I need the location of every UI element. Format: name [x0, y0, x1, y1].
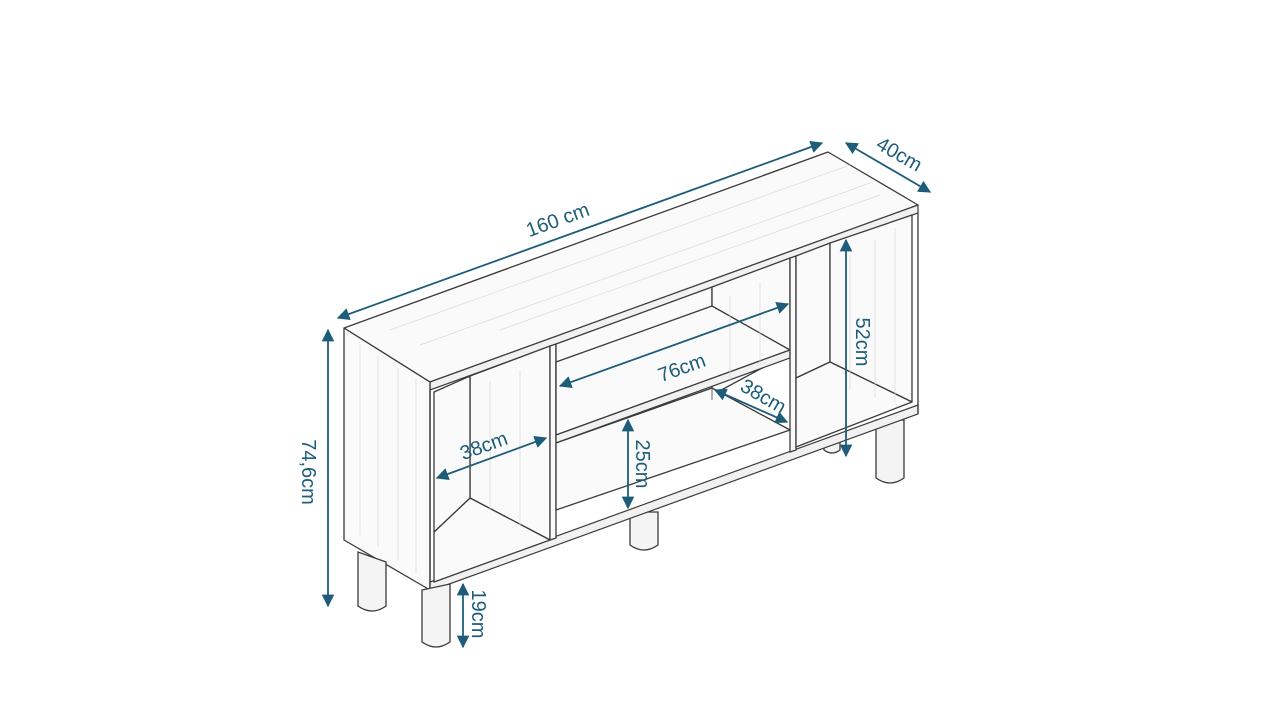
back-legs: [629, 419, 905, 551]
dim-line-left-depth: [435, 435, 548, 481]
label-width: 160 cm: [523, 199, 592, 242]
divider-right: [789, 255, 797, 453]
right-compartment-back: [795, 242, 831, 379]
label-depth: 40cm: [872, 133, 925, 177]
label-lower-height: 25cm: [631, 440, 653, 489]
dimension-lines: [321, 140, 932, 649]
dim-line-width: [336, 140, 824, 321]
label-right-height: 52cm: [851, 318, 873, 367]
dim-line-middle-width: [558, 301, 790, 389]
divider-left: [549, 343, 557, 541]
front-legs: [357, 551, 451, 648]
label-leg-height: 19cm: [467, 590, 489, 639]
dim-line-middle-depth: [713, 388, 789, 424]
dim-line-depth: [844, 142, 932, 193]
right-compartment-floor: [795, 361, 913, 448]
label-total-height: 74,6cm: [297, 439, 319, 505]
